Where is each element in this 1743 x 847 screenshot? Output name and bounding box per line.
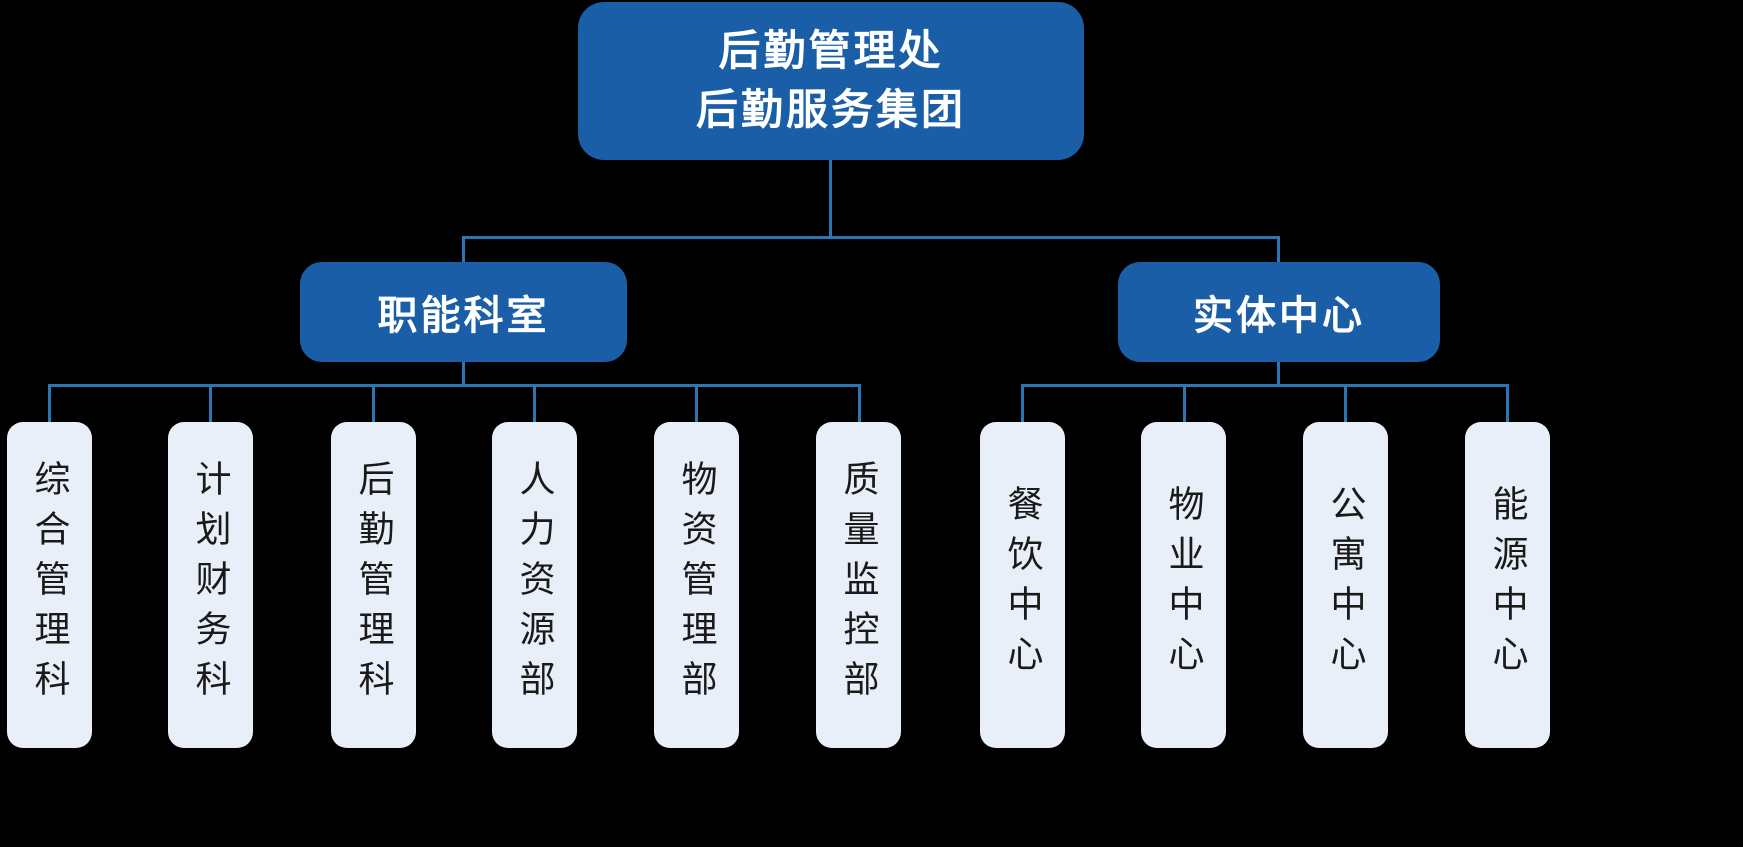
leaf-label: 计划财务科 — [190, 460, 232, 710]
leaf-label: 物资管理部 — [676, 460, 718, 710]
leaf-energy-center: 能源中心 — [1465, 422, 1550, 748]
connector-leaf-drop-7 — [1021, 384, 1024, 422]
branch-box-entity-centers: 实体中心 — [1118, 262, 1440, 362]
leaf-materials-management-dept: 物资管理部 — [654, 422, 739, 748]
connector-functional-horizontal — [48, 384, 861, 387]
leaf-label: 综合管理科 — [29, 460, 71, 710]
connector-leaf-drop-10 — [1506, 384, 1509, 422]
connector-leaf-drop-3 — [372, 384, 375, 422]
branch-label-functional: 职能科室 — [377, 294, 550, 338]
leaf-property-center: 物业中心 — [1141, 422, 1226, 748]
leaf-label: 餐饮中心 — [1002, 485, 1044, 685]
leaf-label: 后勤管理科 — [353, 460, 395, 710]
connector-leaf-drop-6 — [858, 384, 861, 422]
connector-level1-horizontal — [462, 236, 1280, 239]
leaf-apartment-center: 公寓中心 — [1303, 422, 1388, 748]
connector-leaf-drop-5 — [695, 384, 698, 422]
root-title-line1: 后勤管理处 — [718, 27, 944, 75]
leaf-planning-finance-section: 计划财务科 — [168, 422, 253, 748]
connector-functional-drop — [462, 236, 465, 264]
branch-box-functional-offices: 职能科室 — [300, 262, 627, 362]
connector-entity-stem — [1277, 362, 1280, 386]
connector-entity-horizontal — [1021, 384, 1509, 387]
root-box-logistics-management: 后勤管理处 后勤服务集团 — [578, 2, 1084, 160]
leaf-quality-monitoring-dept: 质量监控部 — [816, 422, 901, 748]
connector-leaf-drop-2 — [209, 384, 212, 422]
connector-root-stem — [829, 160, 832, 238]
leaf-label: 人力资源部 — [514, 460, 556, 710]
connector-leaf-drop-1 — [48, 384, 51, 422]
leaf-label: 物业中心 — [1163, 485, 1205, 685]
connector-leaf-drop-4 — [533, 384, 536, 422]
connector-entity-drop — [1277, 236, 1280, 264]
leaf-human-resources-dept: 人力资源部 — [492, 422, 577, 748]
connector-functional-stem — [462, 362, 465, 386]
leaf-label: 质量监控部 — [838, 460, 880, 710]
connector-leaf-drop-9 — [1344, 384, 1347, 422]
leaf-label: 公寓中心 — [1325, 485, 1367, 685]
leaf-general-management-section: 综合管理科 — [7, 422, 92, 748]
root-title-line2: 后勤服务集团 — [695, 86, 966, 133]
branch-label-entity: 实体中心 — [1193, 294, 1365, 338]
leaf-logistics-management-section: 后勤管理科 — [331, 422, 416, 748]
leaf-label: 能源中心 — [1487, 485, 1529, 685]
leaf-catering-center: 餐饮中心 — [980, 422, 1065, 748]
connector-leaf-drop-8 — [1183, 384, 1186, 422]
